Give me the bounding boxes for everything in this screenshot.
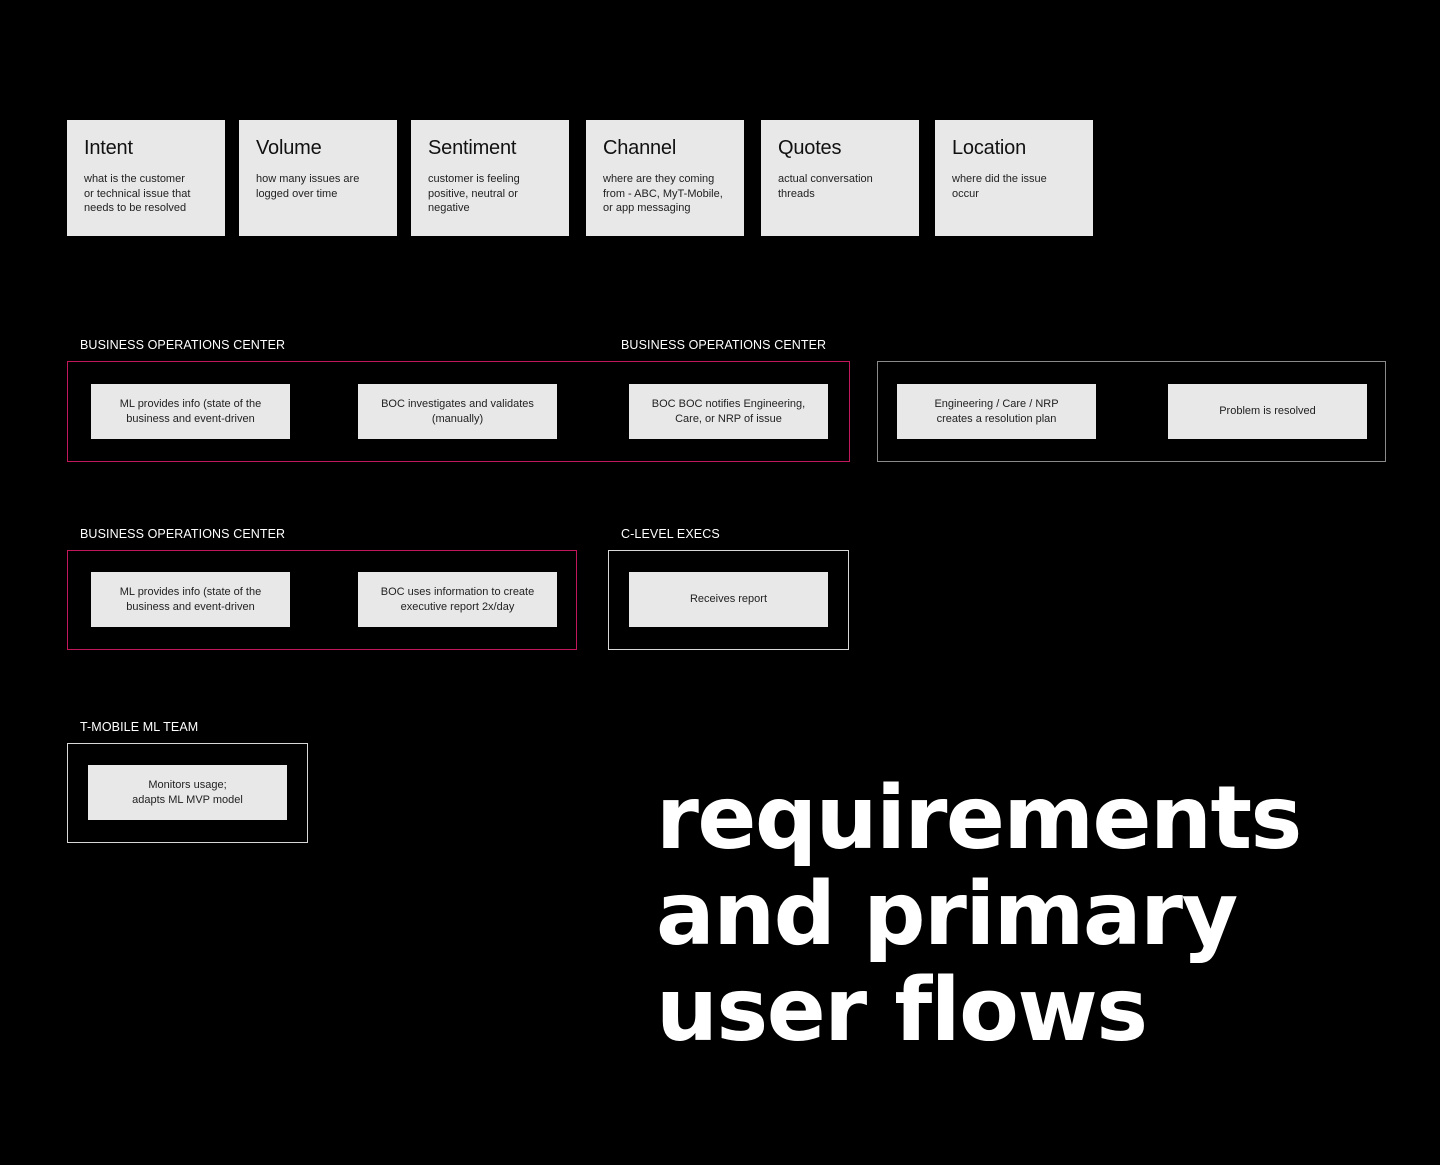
flow2-c-level-frame [608, 550, 849, 650]
flow1-label-boc: BUSINESS OPERATIONS CENTER [80, 338, 286, 352]
requirement-title: Quotes [778, 137, 842, 159]
requirement-description: what is the customer or technical issue … [84, 173, 191, 214]
requirement-title: Sentiment [428, 137, 517, 159]
requirement-card-sentiment: Sentiment customer is feeling positive, … [411, 120, 569, 236]
flow2-boc-frame [67, 550, 577, 650]
requirement-card-intent: Intent what is the customer or technical… [67, 120, 225, 236]
flow1-step-boc-investigates: BOC investigates and validates (manually… [358, 384, 557, 439]
requirement-card-quotes: Quotes actual conversation threads [761, 120, 919, 236]
flow1-boc-frame [67, 361, 850, 462]
requirement-title: Volume [256, 137, 322, 159]
flow1-step-boc-notifies: BOC BOC notifies Engineering, Care, or N… [629, 384, 828, 439]
headline-line-3: user flows [656, 959, 1148, 1061]
requirement-title: Location [952, 137, 1027, 159]
requirement-description: actual conversation threads [778, 173, 873, 200]
requirement-title: Channel [603, 137, 677, 159]
requirement-card-location: Location where did the issue occur [935, 120, 1093, 236]
flow2-step-ml-provides-info: ML provides info (state of the business … [91, 572, 290, 627]
headline-line-1: requirements [656, 767, 1302, 869]
flow1-label-boc-secondary: BUSINESS OPERATIONS CENTER [621, 338, 827, 352]
flow3-step-monitors-usage: Monitors usage; adapts ML MVP model [88, 765, 287, 820]
flow2-label-c-level: C-LEVEL EXECS [621, 527, 720, 541]
flow1-resolution-frame [877, 361, 1386, 462]
requirement-description: how many issues are logged over time [256, 173, 360, 200]
flow2-label-boc: BUSINESS OPERATIONS CENTER [80, 527, 286, 541]
flow3-label-ml-team: T-MOBILE ML TEAM [80, 720, 199, 734]
flow3-ml-team-frame [67, 743, 308, 843]
headline-line-2: and primary [656, 863, 1238, 965]
requirement-card-channel: Channel where are they coming from - ABC… [586, 120, 744, 236]
requirement-description: where did the issue occur [952, 173, 1047, 200]
requirement-card-volume: Volume how many issues are logged over t… [239, 120, 397, 236]
flow2-step-executive-report: BOC uses information to create executive… [358, 572, 557, 627]
requirement-description: where are they coming from - ABC, MyT-Mo… [603, 173, 723, 214]
page-headline: requirements and primary user flows [656, 767, 1302, 1061]
flow1-step-resolution-plan: Engineering / Care / NRP creates a resol… [897, 384, 1096, 439]
requirement-description: customer is feeling positive, neutral or… [428, 173, 520, 214]
flow1-step-problem-resolved: Problem is resolved [1168, 384, 1367, 439]
requirement-title: Intent [84, 137, 133, 159]
flow1-step-ml-provides-info: ML provides info (state of the business … [91, 384, 290, 439]
flow2-step-receives-report: Receives report [629, 572, 828, 627]
